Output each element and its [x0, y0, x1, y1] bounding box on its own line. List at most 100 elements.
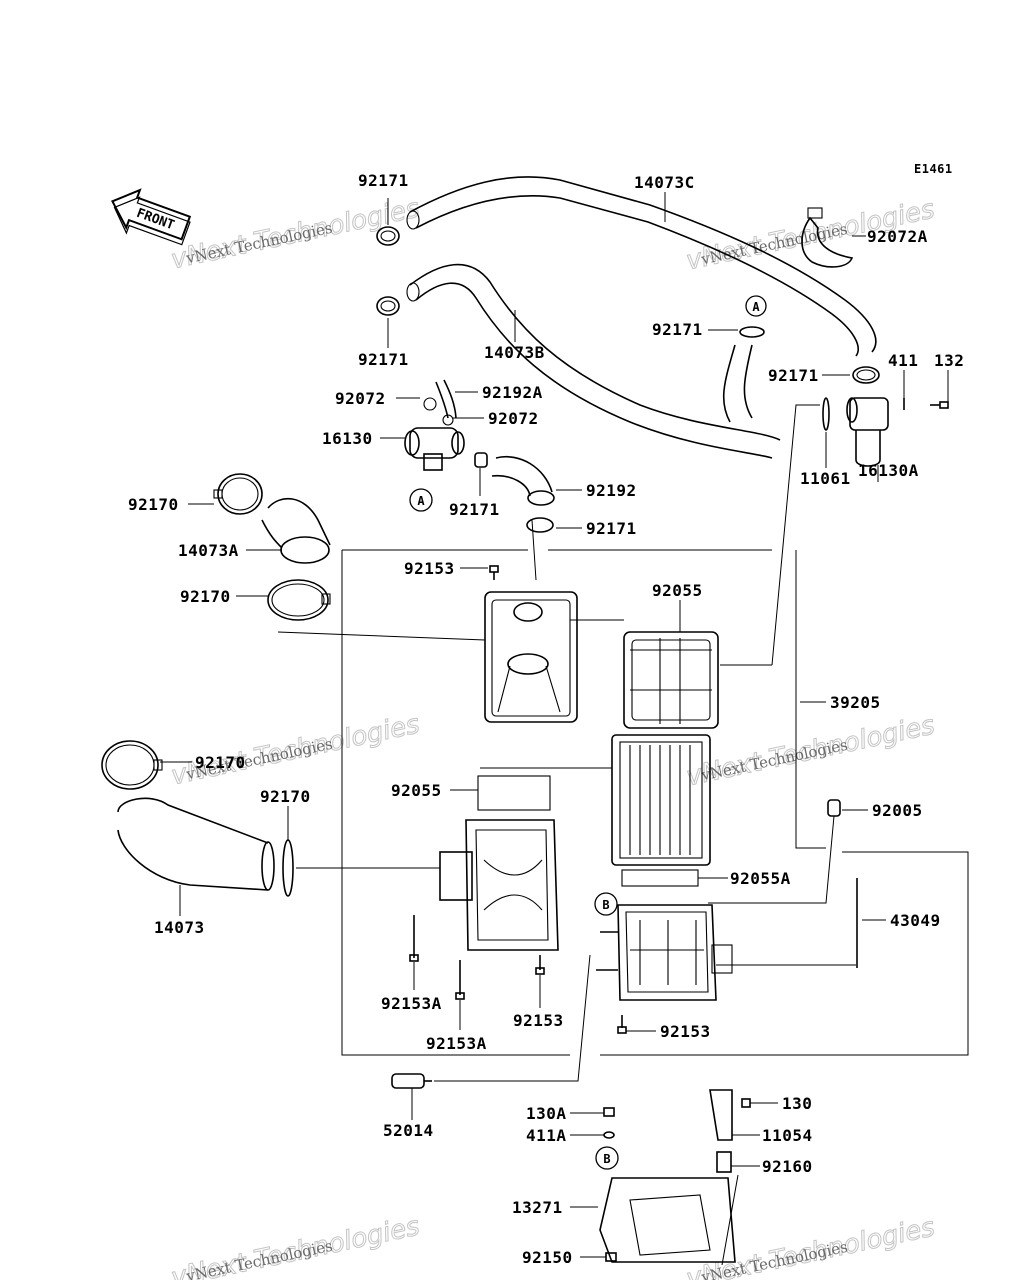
- intercooler-core: [611, 734, 711, 866]
- clamp-92171-right: [852, 366, 880, 384]
- label-92072: 92072: [335, 389, 386, 408]
- hose-14073b: [406, 263, 781, 459]
- svg-text:A: A: [752, 300, 760, 314]
- clamp-92171-top: [376, 226, 400, 246]
- label-92005: 92005: [872, 801, 923, 820]
- watermark-mid-left: vNext Technologies vNext Technologies: [168, 709, 423, 792]
- label-92153: 92153: [513, 1011, 564, 1030]
- clamp-92171-a: [739, 326, 765, 338]
- valve-16130: [404, 379, 465, 471]
- ref-circle-b-housing: B: [594, 892, 618, 916]
- label-411: 411: [888, 351, 918, 370]
- bolt-92153-top: [489, 565, 499, 580]
- watermark-bottom-left: vNext Technologies vNext Technologies: [168, 1211, 423, 1280]
- label-92055: 92055: [391, 781, 442, 800]
- label-92153a: 92153A: [381, 994, 442, 1013]
- hose-14073: [117, 797, 275, 891]
- label-14073b: 14073B: [484, 343, 545, 362]
- svg-text:B: B: [603, 1152, 610, 1166]
- ring-92170: [282, 839, 294, 897]
- ref-circle-a-valve: A: [409, 488, 433, 512]
- hose-14073c: [406, 176, 877, 357]
- label-16130: 16130: [322, 429, 373, 448]
- label-92150: 92150: [522, 1248, 573, 1267]
- clamp-92171-lower: [526, 517, 554, 533]
- part-labels: 92171 14073C 92072A 92171 14073B 92171 9…: [128, 171, 964, 1267]
- label-92171: 92171: [586, 519, 637, 538]
- svg-text:A: A: [417, 494, 425, 508]
- bracket-11054: [709, 1089, 733, 1141]
- label-92055: 92055: [652, 581, 703, 600]
- label-14073: 14073: [154, 918, 205, 937]
- assembly-frame: [341, 549, 969, 1056]
- front-arrow-icon: FRONT: [111, 188, 192, 246]
- label-130a: 130A: [526, 1104, 567, 1123]
- clamp-92171-mid: [376, 296, 400, 316]
- label-92170: 92170: [180, 587, 231, 606]
- watermark-top-left: vNext Technologies vNext Technologies: [168, 193, 423, 276]
- clamp-92171-small: [474, 452, 488, 468]
- boot-14073a: [261, 497, 331, 564]
- bolt-92153-right: [617, 1015, 627, 1034]
- label-92072: 92072: [488, 409, 539, 428]
- clamp-92170-mid: [267, 579, 331, 621]
- housing-lower-left: [439, 819, 559, 951]
- label-11061: 11061: [800, 469, 851, 488]
- housing-92055-top: [623, 631, 719, 729]
- gasket-92055a: [621, 869, 699, 887]
- ref-circle-a-top: A: [745, 295, 767, 317]
- gasket-11061: [822, 397, 830, 431]
- bolt-92153a-center: [455, 960, 465, 1000]
- svg-text:B: B: [602, 898, 609, 912]
- label-92153: 92153: [404, 559, 455, 578]
- label-43049: 43049: [890, 911, 941, 930]
- bolt-130a: [603, 1107, 615, 1117]
- label-52014: 52014: [383, 1121, 434, 1140]
- hose-92192: [491, 455, 555, 506]
- clamp-92170-top: [213, 473, 263, 515]
- label-16130a: 16130A: [858, 461, 919, 480]
- label-130: 130: [782, 1094, 812, 1113]
- label-132: 132: [934, 351, 964, 370]
- label-92192a: 92192A: [482, 383, 543, 402]
- label-92153: 92153: [660, 1022, 711, 1041]
- housing-lower-right: [596, 904, 733, 1001]
- label-92171: 92171: [449, 500, 500, 519]
- intake-plate-upper: [484, 591, 578, 723]
- label-11054: 11054: [762, 1126, 813, 1145]
- label-39205: 39205: [830, 693, 881, 712]
- plate-13271: [599, 1177, 736, 1263]
- bracket-92072a: [801, 207, 854, 268]
- label-14073c: 14073C: [634, 173, 695, 192]
- label-92171: 92171: [768, 366, 819, 385]
- washer-411a: [603, 1131, 615, 1139]
- watermark-bottom-right: vNext Technologies vNext Technologies: [683, 1212, 938, 1280]
- leader-lines: [160, 192, 949, 1266]
- label-92170: 92170: [128, 495, 179, 514]
- label-92170: 92170: [195, 753, 246, 772]
- spacer-92160: [716, 1151, 732, 1173]
- sensor-52014: [391, 1073, 432, 1089]
- label-92171: 92171: [652, 320, 703, 339]
- label-92160: 92160: [762, 1157, 813, 1176]
- diagram-code: E1461: [914, 162, 953, 176]
- watermark-mid-right: vNext Technologies vNext Technologies: [683, 710, 938, 793]
- gasket-92055-left: [477, 775, 551, 811]
- ref-circle-b-plate: B: [595, 1146, 619, 1170]
- bolt-92153a-left: [409, 915, 419, 962]
- valve-16130a: [846, 397, 889, 467]
- label-92171: 92171: [358, 350, 409, 369]
- label-13271: 13271: [512, 1198, 563, 1217]
- bolt-92153-lower: [535, 955, 545, 975]
- bolt-130: [741, 1098, 751, 1108]
- fitting-92005: [827, 799, 841, 817]
- label-92153a: 92153A: [426, 1034, 487, 1053]
- label-92192: 92192: [586, 481, 637, 500]
- label-92072a: 92072A: [867, 227, 928, 246]
- label-92170: 92170: [260, 787, 311, 806]
- clamp-92170-lower: [101, 740, 163, 790]
- bolt-132: [930, 401, 949, 409]
- label-14073a: 14073A: [178, 541, 239, 560]
- label-411a: 411A: [526, 1126, 567, 1145]
